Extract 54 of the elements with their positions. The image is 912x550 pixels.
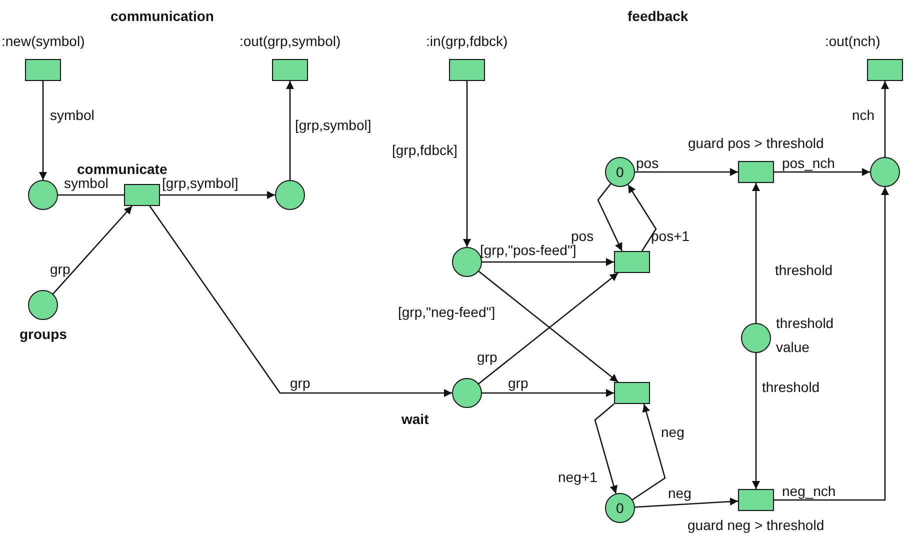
arrow	[632, 404, 666, 500]
arrow	[160, 191, 275, 199]
edge-label: neg	[661, 425, 684, 440]
node-label: threshold value	[776, 315, 834, 355]
edge-label: threshold	[775, 263, 833, 278]
edge-label: [grp,symbol]	[162, 176, 238, 191]
arrow	[594, 404, 618, 494]
arrow	[52, 206, 133, 294]
edge-label: neg+1	[558, 470, 598, 485]
arrow	[752, 183, 760, 323]
transition-label: :in(grp,fdbck)	[426, 33, 508, 49]
token-count: 0	[616, 164, 624, 180]
edge-label: pos_nch	[782, 156, 835, 171]
arrow	[635, 168, 738, 176]
edge-label: symbol	[50, 108, 94, 123]
arrow	[149, 206, 452, 397]
section-heading: communication	[110, 8, 214, 24]
place-label: wait	[402, 411, 429, 427]
edge-label: [grp,symbol]	[295, 118, 372, 133]
section-heading: feedback	[628, 8, 688, 24]
transition-label: guard pos > threshold	[688, 135, 824, 151]
edge-label: pos	[571, 229, 594, 244]
edge-label: neg_nch	[782, 484, 836, 499]
arrow	[39, 81, 47, 180]
transition-label: :new(symbol)	[2, 33, 85, 49]
arrow	[774, 168, 870, 176]
edge-label: threshold	[762, 380, 820, 395]
arrow	[627, 184, 657, 252]
arrow	[482, 258, 614, 266]
edge-label: grp	[290, 376, 310, 391]
edge-label: grp	[50, 262, 70, 277]
token-count: 0	[616, 500, 624, 516]
edge-label: [grp,"neg-feed"]	[398, 305, 496, 320]
transition-label: communicate	[77, 161, 168, 177]
transition-label: :out(grp,symbol)	[240, 33, 341, 49]
arrow	[881, 81, 889, 157]
edge-label: [grp,"pos-feed"]	[480, 243, 576, 258]
transition-label: guard neg > threshold	[688, 517, 824, 533]
edge-label: symbol	[64, 176, 108, 191]
arrow	[634, 498, 738, 508]
arrow	[752, 353, 760, 489]
arrow	[482, 389, 614, 397]
edge-label: pos+1	[651, 229, 690, 244]
arrow	[286, 81, 294, 180]
edge-label: neg	[668, 486, 692, 501]
edge-label: grp	[477, 350, 498, 365]
arrow	[597, 183, 623, 252]
edge-label: nch	[852, 108, 875, 123]
edge-label: pos	[636, 156, 659, 171]
arrow	[463, 81, 471, 247]
edge-label: grp	[508, 376, 528, 391]
transition-label: :out(nch)	[825, 33, 880, 49]
arrow	[774, 187, 889, 501]
edge-label: [grp,fdbck]	[392, 143, 458, 158]
